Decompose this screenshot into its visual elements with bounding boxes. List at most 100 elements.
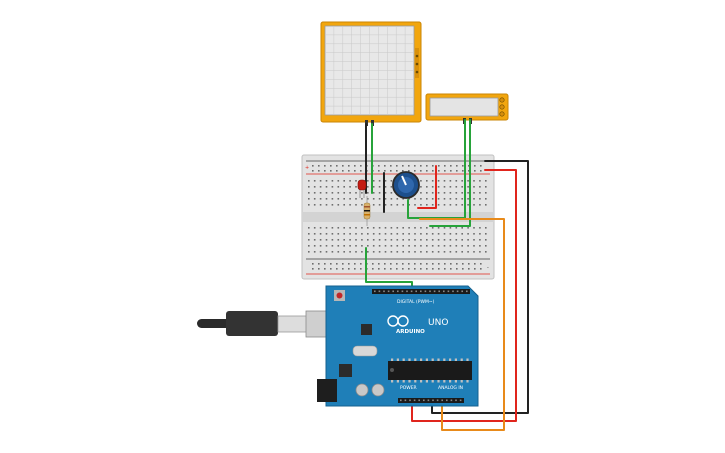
breadboard-hole xyxy=(354,165,356,167)
breadboard-hole xyxy=(331,198,334,200)
breadboard-hole xyxy=(325,192,328,194)
breadboard-hole xyxy=(443,180,446,182)
chip-pin xyxy=(420,380,423,383)
breadboard-hole xyxy=(384,204,387,206)
breadboard-hole xyxy=(378,268,380,270)
breadboard-hole xyxy=(349,186,351,188)
breadboard-hole xyxy=(426,198,428,200)
breadboard-hole xyxy=(337,245,340,247)
header-pin xyxy=(374,290,376,293)
breadboard-hole xyxy=(319,186,322,188)
header-pin xyxy=(404,399,407,402)
multimeter[interactable] xyxy=(425,93,509,124)
breadboard-hole xyxy=(449,180,452,182)
breadboard-hole xyxy=(312,165,314,167)
wire-orange[interactable] xyxy=(419,218,505,431)
header-pin xyxy=(401,290,404,293)
breadboard-hole xyxy=(402,268,404,270)
breadboard-hole xyxy=(367,227,369,229)
breadboard-hole xyxy=(474,263,476,265)
oscilloscope[interactable] xyxy=(320,21,422,126)
breadboard-hole xyxy=(319,198,322,200)
breadboard-hole xyxy=(336,268,338,270)
wire-green[interactable] xyxy=(429,119,471,227)
chip-pin xyxy=(443,358,446,361)
breadboard-hole xyxy=(355,192,357,194)
breadboard-hole xyxy=(443,233,446,235)
chip-pin xyxy=(460,380,463,383)
breadboard-hole xyxy=(414,165,416,167)
breadboard-hole xyxy=(456,263,458,265)
breadboard-hole xyxy=(390,186,393,188)
wire-black[interactable] xyxy=(431,160,529,414)
breadboard-hole xyxy=(372,186,375,188)
breadboard-hole xyxy=(444,165,446,167)
breadboard-hole xyxy=(437,192,440,194)
breadboard-hole xyxy=(437,186,440,188)
breadboard-hole xyxy=(426,268,428,270)
breadboard-hole xyxy=(449,198,452,200)
breadboard-hole xyxy=(474,268,476,270)
breadboard-hole xyxy=(349,233,351,235)
breadboard-hole xyxy=(330,263,332,265)
breadboard-hole xyxy=(426,192,428,194)
breadboard-hole xyxy=(443,204,446,206)
breadboard-hole xyxy=(312,263,314,265)
breadboard-hole xyxy=(378,251,381,253)
header-pin xyxy=(424,290,427,293)
breadboard-hole xyxy=(349,227,351,229)
breadboard-hole xyxy=(408,245,410,247)
breadboard-hole xyxy=(343,239,345,241)
breadboard-hole xyxy=(396,233,399,235)
potentiometer[interactable] xyxy=(392,171,420,199)
breadboard-hole xyxy=(313,233,316,235)
usb-cable[interactable] xyxy=(197,310,343,338)
breadboard-hole xyxy=(349,192,351,194)
breadboard-hole xyxy=(325,239,328,241)
breadboard-hole xyxy=(324,268,326,270)
breadboard-hole xyxy=(396,170,398,172)
breadboard-hole xyxy=(438,268,440,270)
breadboard-hole xyxy=(318,268,320,270)
breadboard-hole xyxy=(431,186,434,188)
arduino-brand: ARDUINO xyxy=(396,329,425,335)
breadboard-hole xyxy=(343,192,345,194)
breadboard-hole xyxy=(414,198,416,200)
breadboard-hole xyxy=(361,239,363,241)
led[interactable] xyxy=(357,179,367,198)
arduino-uno[interactable]: DIGITAL (PWM~) ARDUINO UNO POWER ANALOG … xyxy=(317,285,479,407)
breadboard: + - xyxy=(301,154,495,280)
breadboard-hole xyxy=(402,227,404,229)
wire-red[interactable] xyxy=(411,169,517,422)
breadboard-hole xyxy=(349,198,351,200)
breadboard-hole xyxy=(390,227,393,229)
breadboard-hole xyxy=(455,233,458,235)
breadboard-hole xyxy=(355,251,357,253)
breadboard-hole xyxy=(336,170,338,172)
header-pin xyxy=(450,399,453,402)
breadboard-hole xyxy=(384,233,387,235)
breadboard-hole xyxy=(474,165,476,167)
resistor[interactable] xyxy=(363,196,371,226)
wire-red[interactable] xyxy=(417,165,437,209)
breadboard-hole xyxy=(444,263,446,265)
breadboard-hole xyxy=(455,204,458,206)
breadboard-holes xyxy=(308,165,487,270)
breadboard-hole xyxy=(432,268,434,270)
breadboard-hole xyxy=(479,245,481,247)
breadboard-hole xyxy=(361,192,363,194)
breadboard-hole xyxy=(485,186,487,188)
breadboard-hole xyxy=(414,239,416,241)
breadboard-hole xyxy=(420,233,422,235)
breadboard-hole xyxy=(372,227,375,229)
breadboard-hole xyxy=(485,245,487,247)
chip-pin xyxy=(460,358,463,361)
header-pin xyxy=(443,290,445,293)
chip-pin xyxy=(396,358,399,361)
breadboard-hole xyxy=(331,192,334,194)
breadboard-hole xyxy=(467,186,469,188)
breadboard-hole xyxy=(308,180,310,182)
breadboard-hole xyxy=(308,239,310,241)
breadboard-hole xyxy=(361,204,363,206)
breadboard-hole xyxy=(462,268,464,270)
